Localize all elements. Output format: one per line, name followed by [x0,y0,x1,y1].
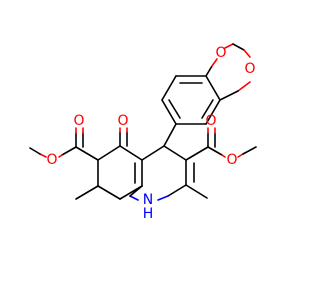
bond [211,58,218,67]
bond [205,75,221,101]
bond [201,99,214,119]
bond [185,146,209,161]
bond [119,145,143,161]
bond [163,123,177,147]
atom-n-ring: N [143,192,153,208]
atom-o-left-ester-carbonyl: O [73,113,84,129]
bond [163,145,187,161]
bond [207,146,223,156]
molecule-structure: O O O O O O O N H [29,43,257,222]
bond [58,154,63,158]
bond [185,184,208,199]
bond [97,185,121,200]
bond [205,99,221,125]
bond [161,99,177,125]
bond [75,185,99,200]
bond [157,195,169,201]
molecule-canvas: O O O O O O O N H [29,43,257,222]
bond [75,146,99,161]
bond [168,99,181,119]
atom-o-right-ester-carbonyl: O [205,113,216,129]
right-ester-group [185,127,257,161]
atom-o-left-ester-ether: O [46,152,57,168]
bond [97,145,121,161]
benzodioxole-group [161,43,251,125]
left-ester-group [29,127,99,161]
atom-o-dioxole-right: O [244,61,255,77]
bond [237,153,244,158]
bond [119,185,143,200]
bond [29,147,41,155]
bond [243,49,251,58]
bond [242,146,257,155]
bond [219,90,239,101]
bond [221,154,226,158]
bond [224,43,234,49]
atom-h-on-n: H [143,206,154,222]
bond [141,145,165,161]
bond [232,43,245,51]
atom-o-right-ester-ether: O [226,152,237,168]
bond [39,153,47,158]
bond [237,81,251,92]
bond [61,146,77,156]
bond [161,75,177,101]
bond [129,195,139,201]
quinoline-core [75,123,208,201]
atom-o-dioxole-top: O [215,45,226,61]
bond [205,65,213,77]
atom-o-ketone: O [117,113,128,129]
bond [167,184,187,197]
